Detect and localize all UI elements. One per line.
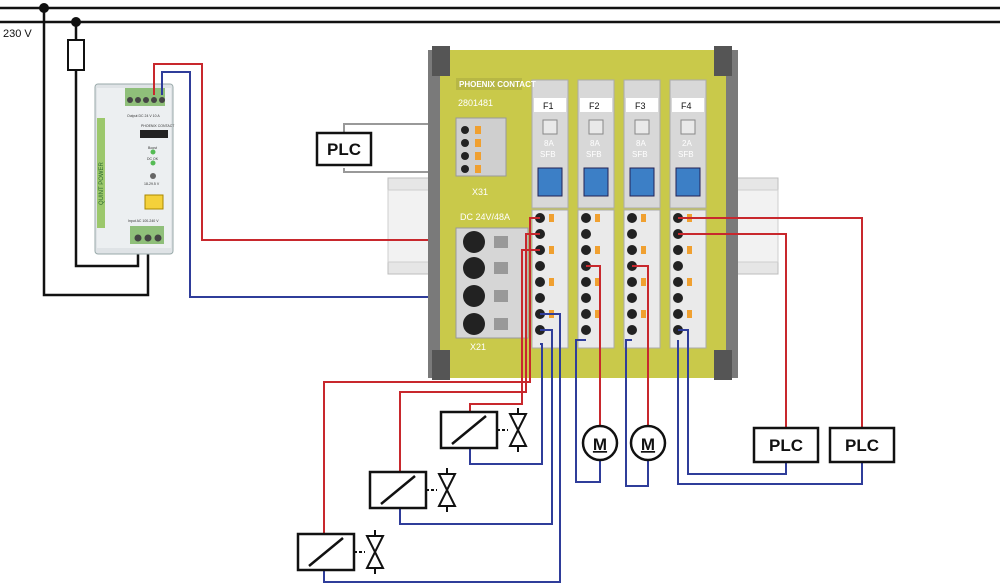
psu-input-text: Input AC 100-240 V: [128, 219, 159, 223]
fuse-f1-rating: 8A: [544, 139, 554, 148]
fuse-f2-label: F2: [589, 101, 600, 111]
voltage-label: 230 V: [3, 28, 32, 40]
fuse-f1-label: F1: [543, 101, 554, 111]
solenoid-valve-3: [296, 530, 385, 574]
psu-model: QUINT POWER: [99, 161, 105, 205]
psu-brand: PHOENIX CONTACT: [141, 124, 175, 128]
motor-2-symbol: [629, 424, 667, 462]
load-wires: [323, 217, 863, 583]
psu-output-text: Output DC 24 V 10 A: [127, 114, 160, 118]
solenoid-valve-1: [439, 408, 528, 452]
plc-right-1-label: PLC: [769, 436, 803, 455]
psu-led-dcok: DC OK: [147, 157, 159, 161]
fuse-f3-label: F3: [635, 101, 646, 111]
psu-led-boost: Boost: [148, 146, 157, 150]
plc-left-label: PLC: [327, 140, 361, 159]
fuse-f2-type: SFB: [586, 150, 602, 159]
module-part-number: 2801481: [458, 98, 493, 108]
power-supply-unit: [94, 83, 174, 255]
plc-box-right-2: [828, 426, 896, 464]
motor-1-symbol: [581, 424, 619, 462]
fuse-f3-rating: 8A: [636, 139, 646, 148]
terminal-x31-label: X31: [472, 187, 488, 197]
terminal-x21-label: X21: [470, 342, 486, 352]
plc-box-left: [315, 131, 373, 167]
fuse-f3-type: SFB: [632, 150, 648, 159]
fuse-f2-rating: 8A: [590, 139, 600, 148]
fuse-f1-type: SFB: [540, 150, 556, 159]
fuse-symbol: [67, 39, 85, 71]
module-brand: PHOENIX CONTACT: [459, 80, 536, 89]
motor-1-label: M: [593, 435, 607, 454]
fuse-f4-type: SFB: [678, 150, 694, 159]
supply-rating-label: DC 24V/48A: [460, 212, 510, 222]
motor-2-label: M: [641, 435, 655, 454]
plc-right-2-label: PLC: [845, 436, 879, 455]
fuse-f4-rating: 2A: [682, 139, 692, 148]
fuse-f4-label: F4: [681, 101, 692, 111]
solenoid-valve-2: [368, 468, 457, 512]
plc-box-right-1: [752, 426, 820, 464]
psu-adjust: 18-29.5 V: [144, 182, 160, 186]
